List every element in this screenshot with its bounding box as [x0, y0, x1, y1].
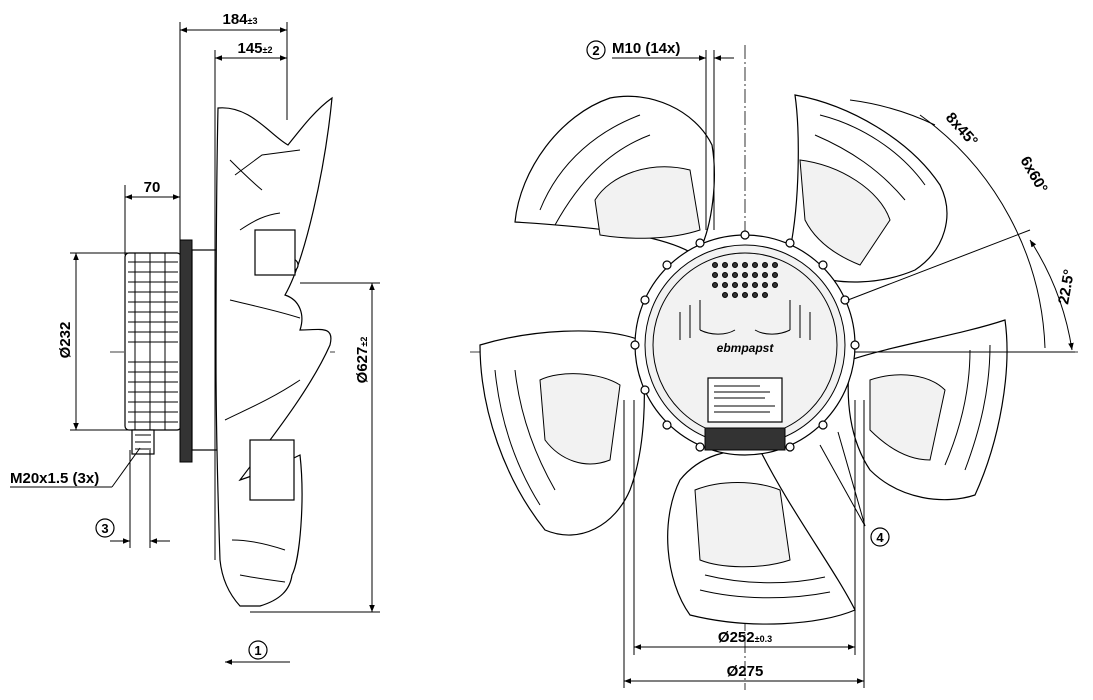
- angle-6x60-arc: [919, 114, 1046, 349]
- fan-diameter-label: Ø627±2: [354, 337, 371, 384]
- callout-2-circle: [586, 40, 606, 60]
- terminal-box: [704, 427, 786, 451]
- label-plate: [707, 377, 783, 423]
- motor-fins: [128, 253, 178, 430]
- motor-depth-label: 70: [144, 179, 161, 196]
- bolt-circle-outer-label: Ø275: [727, 663, 764, 680]
- blade-profile: [215, 96, 333, 607]
- bolt-circle-inner-label: Ø252±0.3: [718, 629, 772, 646]
- angle-6x60-label: 6x60°: [1017, 154, 1051, 197]
- hub-pins: [712, 262, 778, 298]
- callout-3-circle: [95, 518, 115, 538]
- callout-1-number: 1: [254, 643, 261, 658]
- mount-screws-label: M10 (14x): [612, 40, 680, 57]
- angle-8x45-label: 8x45°: [942, 109, 981, 150]
- angle-22-5-label: 22.5°: [1055, 268, 1078, 306]
- front-view: ebmpapst 2 M10 (14x) Ø252±0.3 Ø275 4: [470, 40, 1080, 690]
- angle-22-5-arc: [1029, 239, 1074, 351]
- motor-diameter-label: Ø232: [57, 322, 74, 359]
- angle-8x45-arc: [849, 99, 936, 126]
- brand-logo-text: ebmpapst: [717, 341, 775, 355]
- callout-3-number: 3: [101, 521, 108, 536]
- mount-bolts: [630, 230, 860, 452]
- blade-depth-label: 145±2: [238, 40, 273, 57]
- callout-2-number: 2: [592, 43, 599, 58]
- overall-depth-label: 184±3: [223, 11, 258, 28]
- callout-4-circle: [870, 527, 890, 547]
- side-view: 184±3 145±2 70 Ø232 Ø627±2: [10, 11, 380, 665]
- fan-blades: [479, 94, 1008, 625]
- cable-gland-label: M20x1.5 (3x): [10, 470, 99, 487]
- callout-1-circle: [248, 640, 268, 660]
- callout-4-number: 4: [876, 530, 884, 545]
